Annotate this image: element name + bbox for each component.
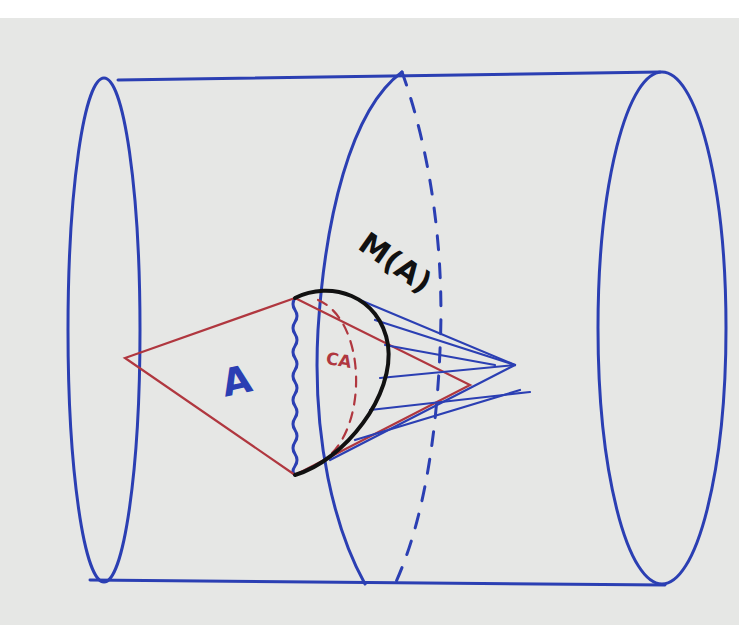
fan-line [375, 320, 515, 365]
left-ellipse [68, 78, 140, 582]
middle-ellipse-front [317, 72, 402, 584]
red-cone-left [125, 298, 295, 475]
board-edge [0, 0, 739, 18]
cone-label: CA [325, 350, 353, 371]
m-a-curve [295, 291, 389, 475]
right-ellipse [598, 72, 726, 584]
cylinder-bottom-line [90, 580, 665, 585]
fan-line [330, 365, 515, 460]
set-label: A [218, 359, 255, 402]
cylinder-top-line [118, 72, 660, 80]
set-a-segment [293, 298, 297, 475]
c-a-curve [318, 300, 356, 455]
image-label: M(A) [354, 228, 437, 299]
fan-line [385, 345, 495, 365]
